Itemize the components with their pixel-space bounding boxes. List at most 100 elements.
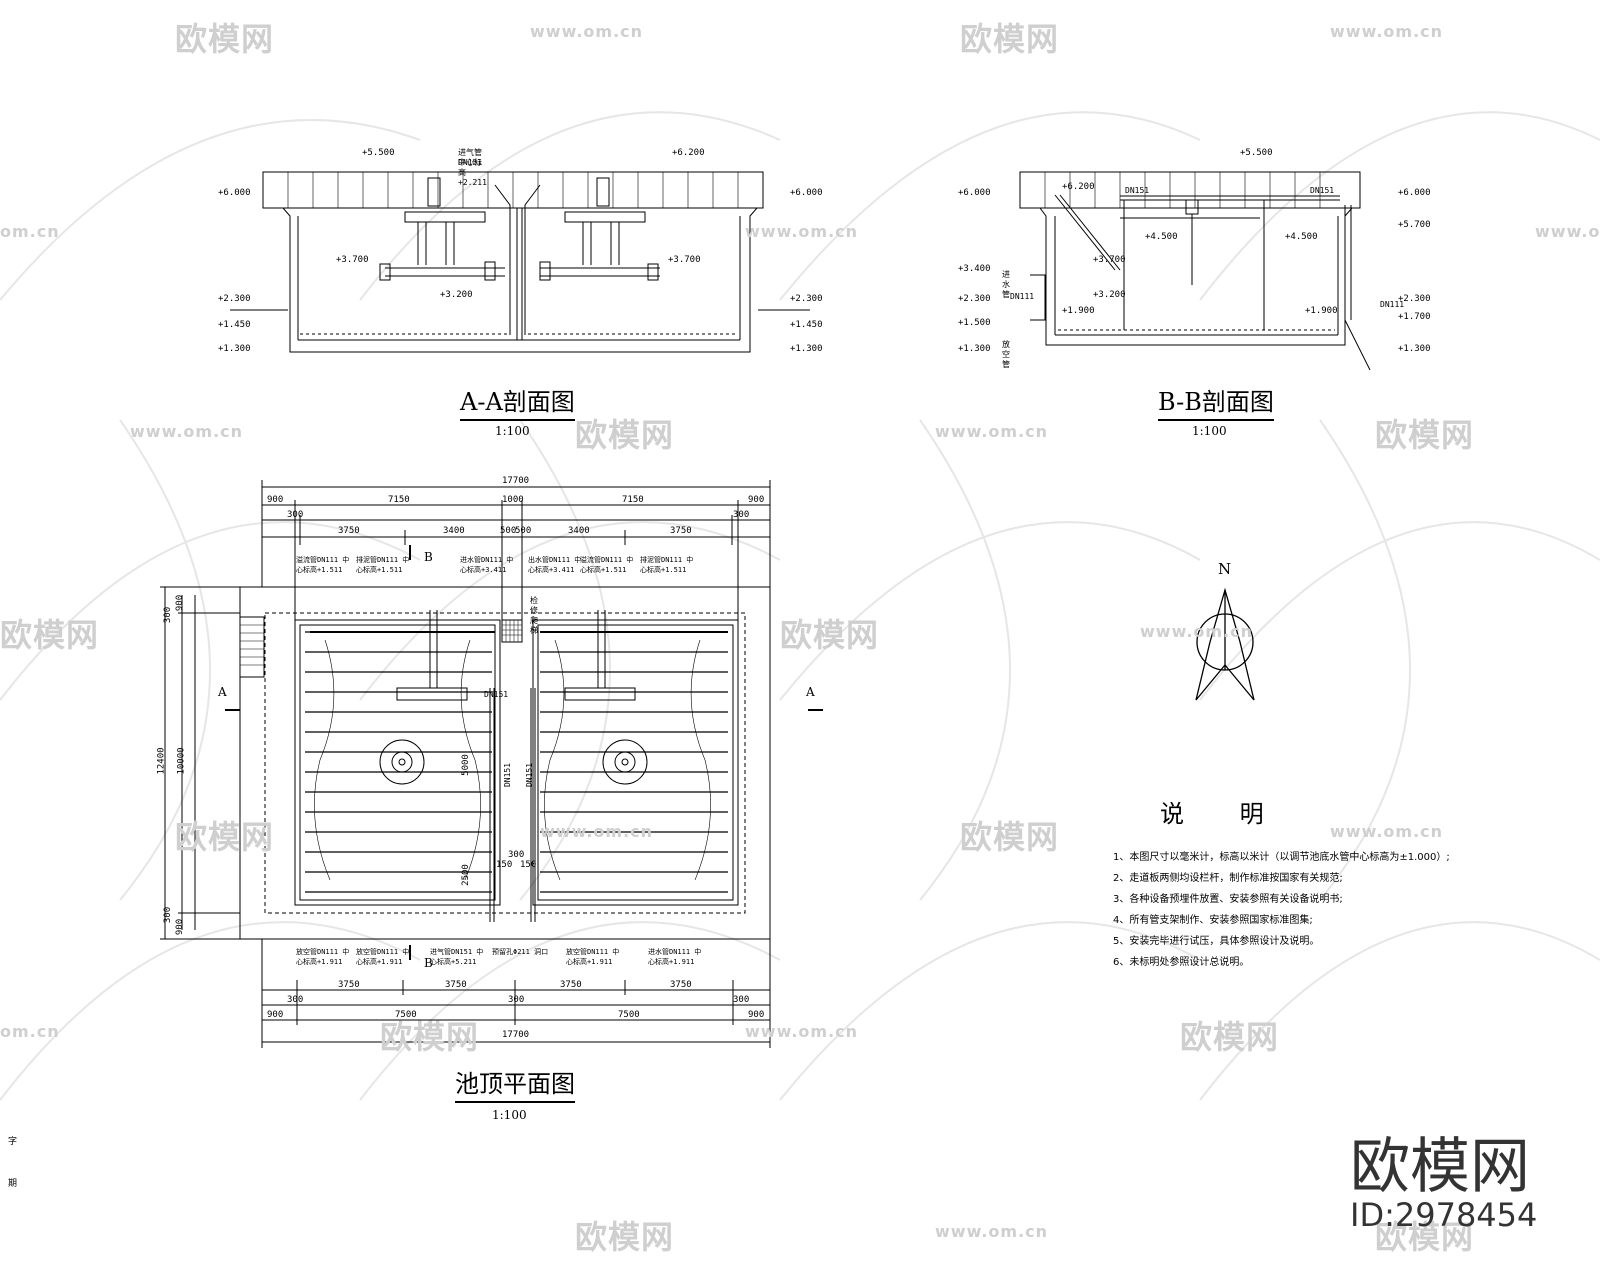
section-bb-scale: 1:100 bbox=[1192, 424, 1227, 438]
elevation-label: +6.000 bbox=[218, 188, 251, 198]
dimension-label: 3750 bbox=[670, 526, 692, 536]
elevation-label: +1.300 bbox=[1398, 344, 1431, 354]
plan-title: 池顶平面图 bbox=[455, 1064, 575, 1103]
dimension-label: 300 bbox=[733, 510, 750, 520]
elevation-label: +3.700 bbox=[336, 255, 369, 265]
dimension-label: 3400 bbox=[568, 526, 590, 536]
pipe-callout: 预留孔Φ211 洞口 bbox=[492, 948, 549, 956]
dimension-label: 7150 bbox=[622, 495, 644, 505]
elevation-label: +2.300 bbox=[1398, 294, 1431, 304]
section-mark: B bbox=[424, 550, 433, 564]
elevation-label: +1.300 bbox=[218, 344, 251, 354]
note-item: 4、所有管支架制作、安装参照国家标准图集; bbox=[1113, 915, 1313, 926]
pipe-callout: 放空管DN111 中心标高+1.911 bbox=[296, 948, 350, 966]
section-bb-title: B-B剖面图 bbox=[1158, 382, 1274, 421]
margin-label: 字 bbox=[8, 1137, 18, 1147]
pipe-label: DN151 bbox=[1310, 186, 1335, 195]
pipe-label: 中心标高+2.211 bbox=[458, 158, 487, 187]
north-arrow-symbol bbox=[1195, 587, 1255, 701]
pipe-callout: 排泥管DN111 中心标高+1.511 bbox=[356, 556, 410, 574]
elevation-label: +6.000 bbox=[958, 188, 991, 198]
pipe-callout: 进气管DN151 中心标高+5.211 bbox=[430, 948, 484, 966]
elevation-label: +2.300 bbox=[218, 294, 251, 304]
dimension-label: 500 bbox=[500, 526, 517, 536]
dimension-label: 900 bbox=[267, 495, 284, 505]
elevation-label: +6.000 bbox=[1398, 188, 1431, 198]
pipe-label: DN151 bbox=[484, 690, 509, 699]
watermark-arcs bbox=[0, 111, 1600, 1101]
pipe-label: 放空管 bbox=[1002, 340, 1010, 369]
elevation-label: +6.200 bbox=[672, 148, 705, 158]
note-item: 2、走道板两侧均设栏杆，制作标准按国家有关规范; bbox=[1113, 873, 1343, 884]
elevation-label: +1.300 bbox=[790, 344, 823, 354]
margin-label: 期 bbox=[8, 1179, 18, 1189]
pipe-label: DN111 bbox=[1380, 300, 1405, 309]
dimension-label: 3750 bbox=[338, 980, 360, 990]
pipe-label: DN151 bbox=[1125, 186, 1150, 195]
pipe-label: DN151 bbox=[503, 762, 513, 788]
pipe-callout: 出水管DN111 中心标高+3.411 bbox=[528, 556, 582, 574]
elevation-label: +4.500 bbox=[1145, 232, 1178, 242]
elevation-label: +3.400 bbox=[958, 264, 991, 274]
elevation-label: +5.700 bbox=[1398, 220, 1431, 230]
dimension-label: 500 bbox=[515, 526, 532, 536]
pipe-callout: 溢流管DN111 中心标高+1.511 bbox=[296, 556, 350, 574]
dimension-label: 7500 bbox=[618, 1010, 640, 1020]
elevation-label: +1.700 bbox=[1398, 312, 1431, 322]
hatch-label: 检修爬梯 bbox=[530, 596, 538, 635]
elevation-label: +4.500 bbox=[1285, 232, 1318, 242]
elevation-label: +1.900 bbox=[1305, 306, 1338, 316]
pipe-callout: 放空管DN111 中心标高+1.911 bbox=[356, 948, 410, 966]
plan-drawing bbox=[160, 480, 823, 1048]
pipe-label: DN151 bbox=[525, 762, 535, 788]
pipe-callout: 进水管DN111 中心标高+1.911 bbox=[648, 948, 702, 966]
plan-scale: 1:100 bbox=[492, 1108, 527, 1122]
dimension-label: 3400 bbox=[443, 526, 465, 536]
section-aa-drawing bbox=[230, 171, 810, 353]
brand-id: ID:2978454 bbox=[1350, 1196, 1538, 1234]
dimension-label: 900 bbox=[175, 594, 186, 612]
section-aa-title: A-A剖面图 bbox=[460, 382, 575, 421]
elevation-label: +3.700 bbox=[1093, 255, 1126, 265]
section-mark: A bbox=[806, 685, 815, 699]
elevation-label: +1.300 bbox=[958, 344, 991, 354]
dimension-label: 900 bbox=[748, 1010, 765, 1020]
elevation-label: +3.200 bbox=[1093, 290, 1126, 300]
elevation-label: +3.200 bbox=[440, 290, 473, 300]
elevation-label: +6.200 bbox=[1062, 182, 1095, 192]
dimension-label: 900 bbox=[267, 1010, 284, 1020]
pipe-callout: 排泥管DN111 中心标高+1.511 bbox=[640, 556, 694, 574]
section-aa-scale: 1:100 bbox=[495, 424, 530, 438]
dimension-label: 2500 bbox=[460, 864, 471, 886]
dimension-label: 300 bbox=[508, 850, 525, 860]
dimension-label: 300 bbox=[287, 510, 304, 520]
dimension-label: 300 bbox=[163, 606, 174, 624]
dimension-label: 3750 bbox=[670, 980, 692, 990]
section-bb-drawing bbox=[1019, 171, 1371, 371]
dimension-label: 5000 bbox=[460, 754, 471, 776]
dimension-label: 3750 bbox=[445, 980, 467, 990]
pipe-label: 进气管DN151 bbox=[458, 148, 483, 167]
notes-title: 说 明 bbox=[1160, 800, 1288, 828]
note-item: 1、本图尺寸以毫米计，标高以米计（以调节池底水管中心标高为±1.000）; bbox=[1113, 852, 1450, 863]
dimension-label: 150 bbox=[520, 860, 537, 870]
pipe-callout: 放空管DN111 中心标高+1.911 bbox=[566, 948, 620, 966]
dimension-label: 17700 bbox=[502, 476, 530, 486]
dimension-label: 150 bbox=[496, 860, 513, 870]
dimension-label: 3750 bbox=[560, 980, 582, 990]
dimension-label: 300 bbox=[733, 995, 750, 1005]
dimension-label: 900 bbox=[748, 495, 765, 505]
elevation-label: +1.450 bbox=[218, 320, 251, 330]
dimension-label: 7500 bbox=[395, 1010, 417, 1020]
dimension-label: 17700 bbox=[502, 1030, 530, 1040]
pipe-callout: 进水管DN111 中心标高+3.411 bbox=[460, 556, 514, 574]
dimension-label: 900 bbox=[175, 918, 186, 936]
dimension-label: 300 bbox=[163, 906, 174, 924]
note-item: 6、未标明处参照设计总说明。 bbox=[1113, 957, 1250, 968]
section-mark: A bbox=[218, 685, 227, 699]
elevation-label: +2.300 bbox=[958, 294, 991, 304]
section-mark: B bbox=[424, 956, 433, 970]
pipe-label: 进水管 bbox=[1002, 270, 1010, 299]
note-item: 3、各种设备预埋件放置、安装参照有关设备说明书; bbox=[1113, 894, 1343, 905]
elevation-label: +1.450 bbox=[790, 320, 823, 330]
